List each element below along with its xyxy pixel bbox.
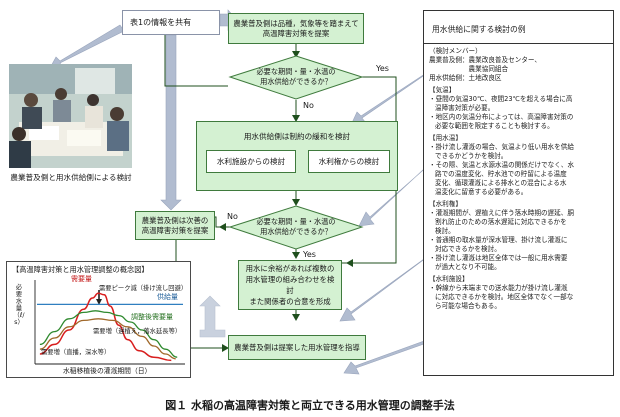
- constraint-relaxation-title: 用水供給側は制約の緩和を検討: [243, 132, 351, 141]
- decision-diamond-1: [228, 55, 364, 100]
- yes-label-1: Yes: [376, 64, 389, 73]
- section-line: ・その際、気温と水源水温の関係だけでなく、水: [429, 161, 575, 169]
- x-axis-label: 水稲移植後の灌漑期間（日）: [63, 367, 152, 375]
- section-line: ・灌漑期間が、遅植えに伴う落水時期の遅延、胴: [429, 209, 574, 217]
- section-line: 対応できるかを検討。: [435, 245, 501, 253]
- section-line: 検討。: [435, 227, 455, 235]
- facility-review-text: 水利施設からの検討: [216, 157, 286, 166]
- meeting-photo: [9, 64, 132, 168]
- adjusted-demand-label: 調整後需要量: [131, 313, 173, 321]
- section-line: ・地区内の気温分布によっては、高温障害対策の: [429, 113, 574, 121]
- section-line: ら可能な場合もある。: [435, 302, 501, 310]
- decision-2-line-2: 用水供給ができるか？: [260, 227, 332, 236]
- panel-divider: [424, 43, 613, 44]
- section-line: ・掛け流し灌漑の場合、気温より低い用水を供給: [429, 143, 574, 151]
- section-line: 温変化に留意する必要がある。: [435, 188, 528, 196]
- alternative-proposal-line-1: 農業普及側は次善の: [141, 215, 209, 225]
- no-label-2: No: [227, 212, 238, 221]
- section-line: 割れ防止のための落水遅延に対応できるかを: [435, 218, 567, 226]
- decision-1-line-2: 用水供給ができるか？: [260, 77, 332, 86]
- section-line: ・普通期の取水量が深水管理、掛け流し灌漑に: [429, 236, 568, 244]
- alternative-proposal-line-2: 高温障害対策を提案: [141, 225, 209, 235]
- series-line-0: [39, 292, 172, 362]
- section-head-facilities: 【水利施設】: [429, 275, 469, 283]
- advisor-proposal-line-1: 農業普及側は品種，気象等を踏まえて: [233, 18, 359, 28]
- supply-label: 供給量: [157, 293, 178, 301]
- member-line: 用水供給側：土地改良区: [429, 74, 502, 82]
- combination-review-line-1: 用水に余裕があれば複数の: [245, 264, 335, 273]
- demand-label: 需要量: [71, 275, 92, 283]
- decision-1-text: 必要な期間・量・水温の 用水供給ができるか？: [244, 67, 348, 87]
- concept-chart: [34, 280, 185, 365]
- combination-review-box: 用水に余裕があれば複数の 用水管理の組み合わせを検討 また関係者の合意を形成: [238, 260, 342, 310]
- decision-2-line-1: 必要な期間・量・水温の: [256, 217, 336, 226]
- section-line: 路での温度変化、貯水池での貯留による温度: [435, 170, 567, 178]
- decision-diamond-2: [228, 205, 364, 250]
- section-head-water-temperature: 【用水温】: [429, 134, 462, 142]
- member-line: 農業普及側：農業改良普及センター、: [429, 56, 542, 64]
- section-line: が過大となり不可能。: [435, 263, 501, 271]
- facility-review-box: 水利施設からの検討: [206, 150, 296, 173]
- series-line-2: [39, 318, 176, 360]
- combination-review-line-2: 用水管理の組み合わせを検討: [245, 275, 335, 295]
- section-line: 温障害対策が必要。: [435, 104, 495, 112]
- water-rights-review-box: 水利権からの検討: [308, 150, 390, 173]
- final-guidance-text: 農業普及側は提案した用水管理を指導: [234, 342, 360, 352]
- y-axis-label: 必要水量（ℓ/s）: [13, 283, 25, 326]
- advisor-proposal-box: 農業普及側は品種，気象等を踏まえて 高温障害対策を提案: [228, 13, 364, 44]
- decision-1-line-1: 必要な期間・量・水温の: [256, 67, 336, 76]
- panel-title: 用水供給に関する検討の例: [432, 25, 526, 34]
- section-line: ・幹線から末端までの送水能力が掛け流し灌漑: [429, 284, 568, 292]
- water-rights-review-text: 水利権からの検討: [318, 157, 380, 166]
- members-head: （検討メンバー）: [429, 47, 482, 55]
- late-increase-label: 需要増（遅植え，落水延長等）: [93, 328, 182, 335]
- shared-info-text: 表1の情報を共有: [130, 18, 192, 27]
- photo-caption: 農業普及側と用水供給側による検討: [10, 173, 132, 182]
- figure-caption: 図１ 水稲の高温障害対策と両立できる用水管理の調整手法: [165, 399, 455, 412]
- section-head-water-rights: 【水利権】: [429, 200, 462, 208]
- advisor-proposal-line-2: 高温障害対策を提案: [262, 28, 330, 38]
- peak-reduction-label: 需要ピーク減（掛け流し回避）: [99, 285, 188, 292]
- no-label-1: No: [303, 101, 314, 110]
- section-line: 必要な範囲を限定することも検討する。: [435, 122, 554, 130]
- series-line-1: [39, 310, 178, 358]
- section-line: ・昼間の気温30℃、夜間23℃を超える場合に高: [429, 95, 573, 103]
- direct-seeding-increase-label: 需要増（直播，深水等）: [41, 349, 111, 356]
- section-line: ・掛け流し灌漑は地区全体では一般に用水需要: [429, 254, 568, 262]
- member-line: 農業協同組合: [429, 65, 509, 73]
- constraint-relaxation-group: 用水供給側は制約の緩和を検討 水利施設からの検討 水利権からの検討: [196, 121, 398, 191]
- alternative-proposal-box: 農業普及側は次善の 高温障害対策を提案: [135, 211, 215, 240]
- section-line: 変化、循環灌漑による排水との混合による水: [435, 179, 567, 187]
- concept-diagram: 【高温障害対策と用水管理調整の概念図】 必要水量（ℓ/s） 水稲移植後の灌漑期間…: [6, 261, 191, 378]
- panel-body: （検討メンバー） 農業普及側：農業改良普及センター、 農業協同組合 用水供給側：…: [429, 47, 609, 311]
- decision-2-text: 必要な期間・量・水温の 用水供給ができるか？: [244, 217, 348, 237]
- section-line: に対応できるかを検討。地区全体でなく一部な: [435, 293, 574, 301]
- water-supply-review-panel: 用水供給に関する検討の例 （検討メンバー） 農業普及側：農業改良普及センター、 …: [423, 10, 614, 376]
- section-line: できるかどうかを検討。: [435, 152, 508, 160]
- section-head-temperature: 【気温】: [429, 86, 456, 94]
- combination-review-line-3: また関係者の合意を形成: [249, 297, 331, 306]
- shared-info-box: 表1の情報を共有: [122, 10, 220, 35]
- yes-label-2: Yes: [303, 250, 316, 259]
- concept-title: 【高温障害対策と用水管理調整の概念図】: [12, 265, 149, 274]
- final-guidance-box: 農業普及側は提案した用水管理を指導: [228, 335, 366, 360]
